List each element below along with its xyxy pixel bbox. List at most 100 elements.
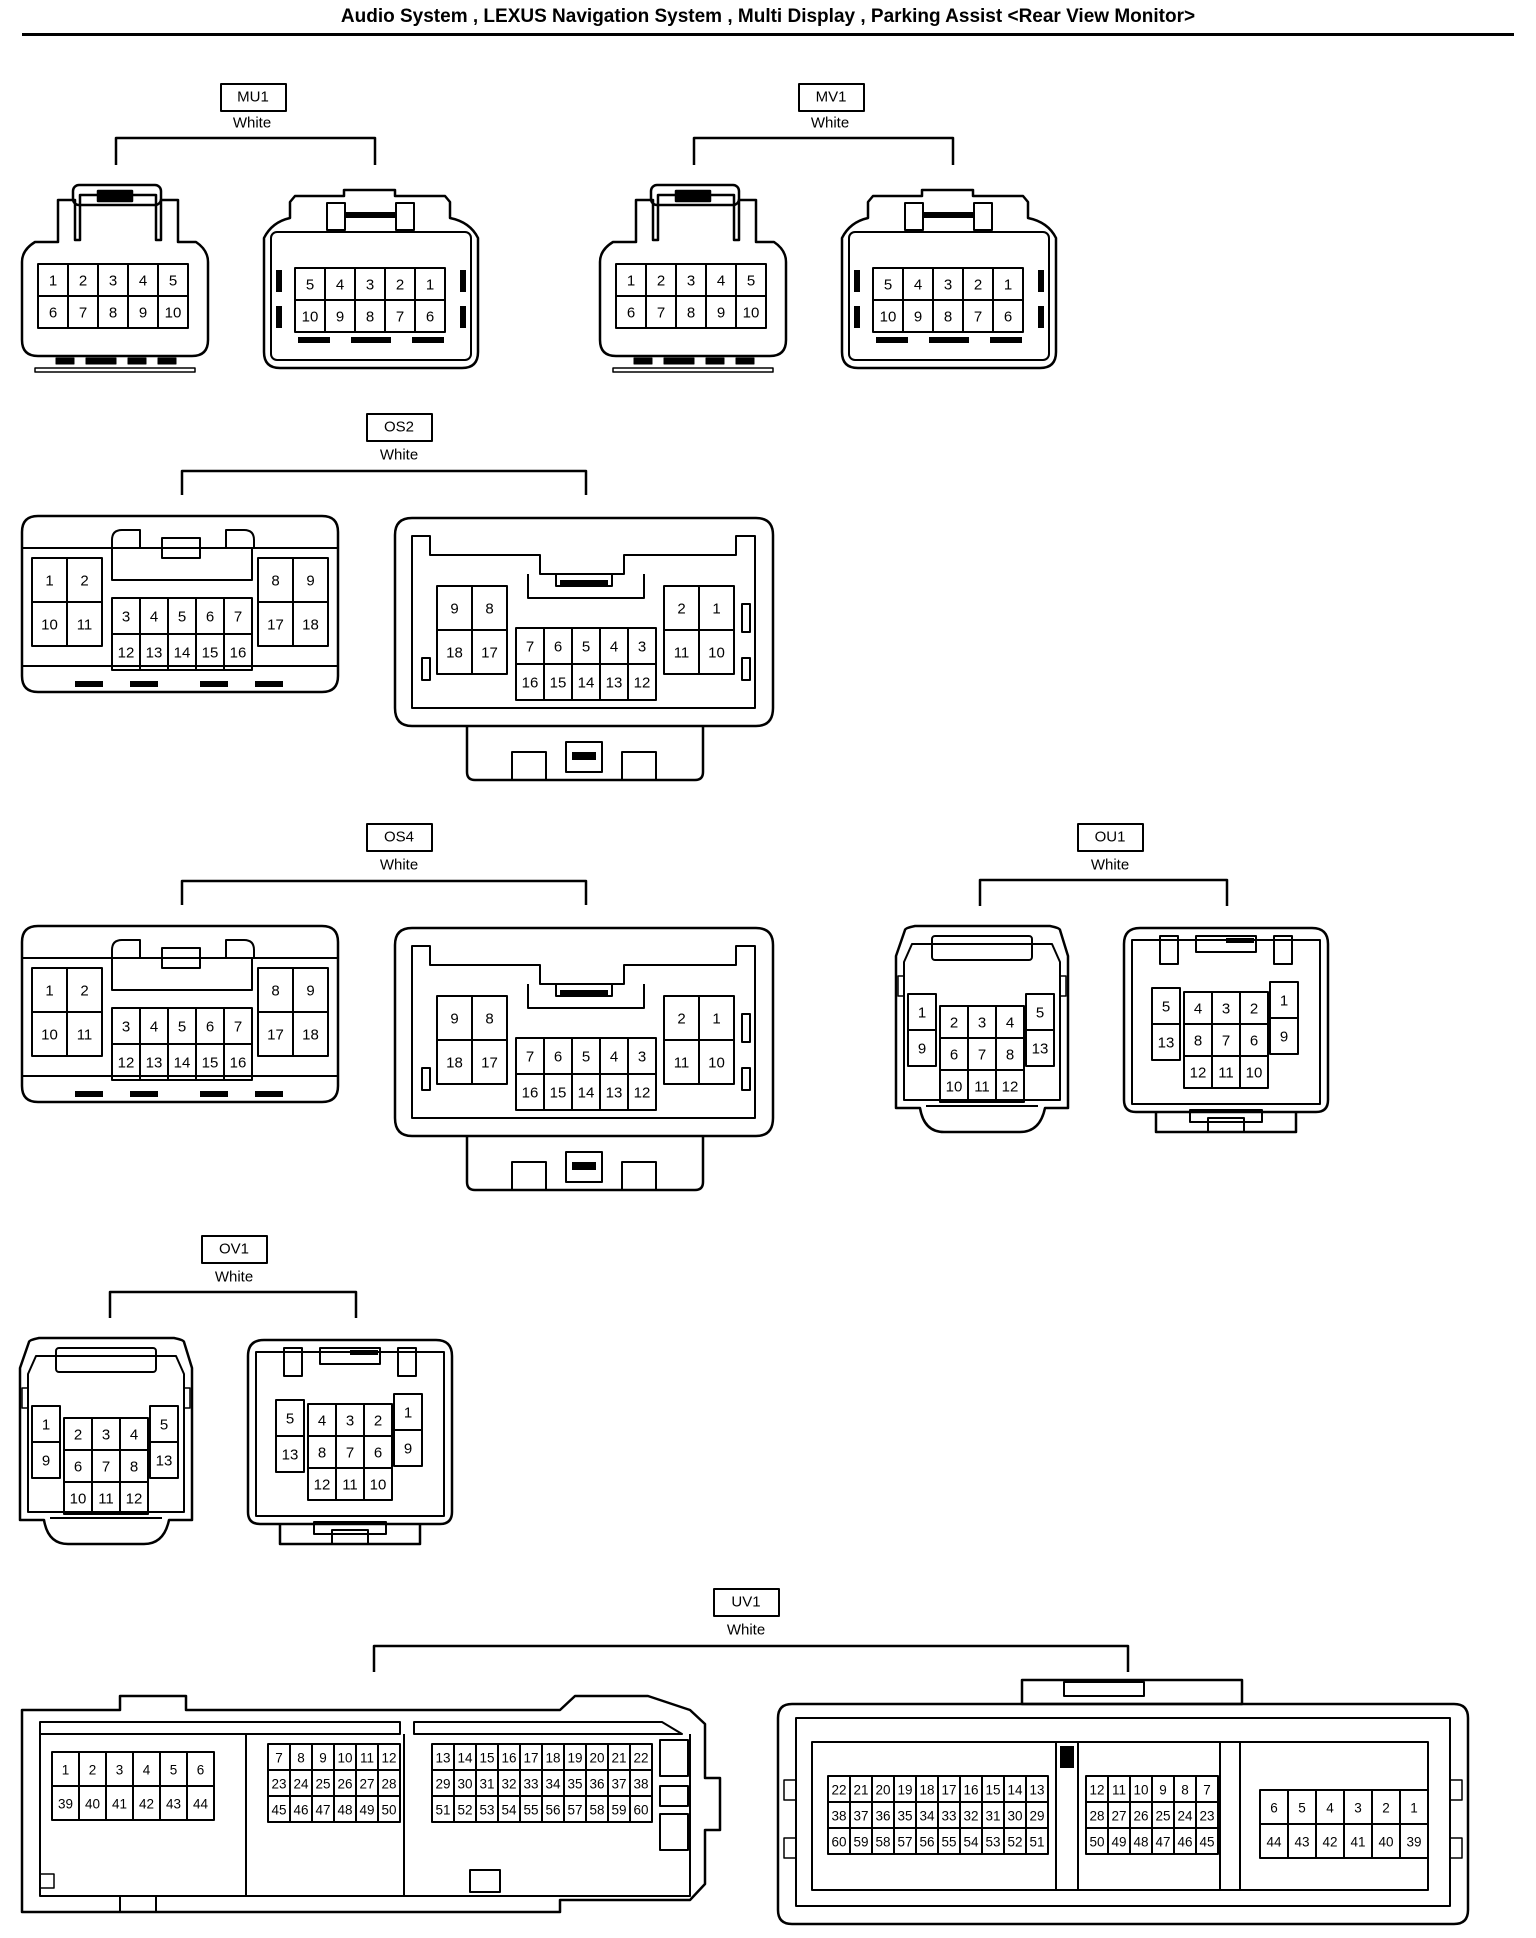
pin-number: 2 bbox=[677, 601, 685, 618]
pin-number: 4 bbox=[143, 1763, 151, 1778]
pin-number: 25 bbox=[315, 1777, 330, 1792]
pin-number: 18 bbox=[302, 617, 319, 634]
pin-number: 48 bbox=[337, 1803, 352, 1818]
pin-number: 4 bbox=[150, 609, 158, 626]
pin-number: 14 bbox=[1007, 1783, 1023, 1798]
pin-number: 15 bbox=[479, 1751, 494, 1766]
pin-number: 7 bbox=[396, 309, 404, 326]
pin-number: 4 bbox=[610, 639, 618, 656]
pin-number: 32 bbox=[963, 1809, 978, 1824]
pin-number: 6 bbox=[197, 1763, 205, 1778]
pin-number: 18 bbox=[302, 1027, 319, 1044]
pin-number: 4 bbox=[1326, 1801, 1334, 1816]
pin-number: 11 bbox=[98, 1491, 114, 1508]
pin-number: 12 bbox=[1089, 1783, 1104, 1798]
pin-number: 58 bbox=[875, 1835, 890, 1850]
pin-number: 13 bbox=[1029, 1783, 1044, 1798]
pin-number: 18 bbox=[446, 645, 463, 662]
pin-cell bbox=[627, 663, 657, 701]
pin-number: 2 bbox=[396, 277, 404, 294]
connector-code: OV1 bbox=[219, 1241, 249, 1258]
pin-number: 9 bbox=[139, 305, 147, 322]
pin-number: 51 bbox=[1029, 1835, 1044, 1850]
pin-number: 59 bbox=[611, 1803, 626, 1818]
pin-number: 48 bbox=[1133, 1835, 1148, 1850]
pin-number: 6 bbox=[74, 1459, 82, 1476]
pin-number: 6 bbox=[554, 1049, 562, 1066]
pin-number: 4 bbox=[1194, 1001, 1202, 1018]
pin-cell bbox=[698, 629, 735, 675]
pin-number: 16 bbox=[522, 675, 539, 692]
pin-number: 38 bbox=[633, 1777, 648, 1792]
pin-number: 10 bbox=[880, 309, 897, 326]
pin-number: 6 bbox=[1004, 309, 1012, 326]
pin-cell bbox=[1025, 1827, 1049, 1855]
pin-number: 1 bbox=[1004, 277, 1012, 294]
pin-number: 6 bbox=[426, 309, 434, 326]
pin-number: 14 bbox=[457, 1751, 473, 1766]
pin-number: 24 bbox=[1177, 1809, 1193, 1824]
pin-number: 34 bbox=[919, 1809, 935, 1824]
connector-color: White bbox=[215, 1269, 253, 1286]
pin-number: 7 bbox=[346, 1445, 354, 1462]
pin-cell bbox=[31, 1441, 61, 1479]
pin-number: 3 bbox=[366, 277, 374, 294]
pin-number: 12 bbox=[634, 675, 651, 692]
pin-number: 10 bbox=[946, 1079, 963, 1096]
pin-number: 13 bbox=[606, 675, 623, 692]
pin-number: 5 bbox=[286, 1411, 294, 1428]
pin-number: 11 bbox=[360, 1751, 374, 1766]
pin-number: 55 bbox=[941, 1835, 956, 1850]
pin-number: 29 bbox=[435, 1777, 450, 1792]
pin-number: 12 bbox=[1002, 1079, 1019, 1096]
pin-number: 2 bbox=[677, 1011, 685, 1028]
pin-number: 45 bbox=[1199, 1835, 1214, 1850]
pin-number: 6 bbox=[206, 1019, 214, 1036]
pin-number: 5 bbox=[1298, 1801, 1306, 1816]
pin-number: 3 bbox=[109, 273, 117, 290]
pin-number: 24 bbox=[293, 1777, 309, 1792]
pin-number: 13 bbox=[435, 1751, 450, 1766]
pin-number: 9 bbox=[404, 1441, 412, 1458]
pin-number: 50 bbox=[381, 1803, 396, 1818]
pin-number: 56 bbox=[545, 1803, 560, 1818]
pin-number: 1 bbox=[45, 573, 53, 590]
pin-number: 60 bbox=[831, 1835, 846, 1850]
pin-number: 11 bbox=[342, 1477, 358, 1494]
pin-number: 33 bbox=[523, 1777, 538, 1792]
pin-number: 3 bbox=[122, 609, 130, 626]
pin-number: 19 bbox=[897, 1783, 912, 1798]
pin-number: 2 bbox=[79, 273, 87, 290]
pin-number: 9 bbox=[450, 601, 458, 618]
pin-cell bbox=[735, 295, 767, 329]
pin-number: 55 bbox=[523, 1803, 538, 1818]
pin-number: 2 bbox=[1382, 1801, 1390, 1816]
pin-number: 17 bbox=[267, 1027, 284, 1044]
pin-number: 6 bbox=[950, 1047, 958, 1064]
pin-number: 18 bbox=[446, 1055, 463, 1072]
pin-number: 21 bbox=[611, 1751, 626, 1766]
pin-cell bbox=[149, 1441, 179, 1479]
pin-number: 60 bbox=[633, 1803, 648, 1818]
pin-number: 5 bbox=[1036, 1005, 1044, 1022]
pin-number: 50 bbox=[1089, 1835, 1104, 1850]
pin-number: 28 bbox=[1089, 1809, 1104, 1824]
pin-number: 8 bbox=[109, 305, 117, 322]
pin-cell bbox=[1025, 1029, 1055, 1067]
pin-number: 1 bbox=[918, 1005, 926, 1022]
pin-number: 4 bbox=[914, 277, 922, 294]
